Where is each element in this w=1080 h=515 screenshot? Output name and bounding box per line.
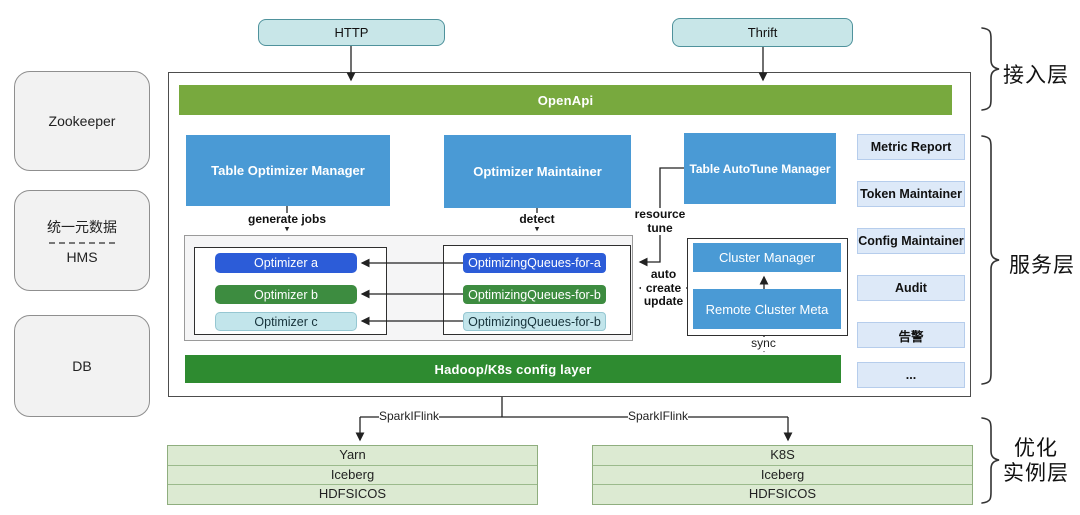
cluster-manager-label: Cluster Manager <box>718 250 816 265</box>
optimizing-queue-b-label: OptimizingQueues-for-b <box>468 287 601 302</box>
cluster-manager-box: Cluster Manager <box>693 243 841 272</box>
edge-label-generate-jobs: generate jobs <box>245 212 329 227</box>
optimizer-b-chip: Optimizer b <box>215 285 357 304</box>
edge-label-auto-create-update: auto create update <box>641 267 686 309</box>
edge-label-resource-tune: resource tune <box>632 207 688 235</box>
optimizer-c-label: Optimizer c <box>254 314 318 329</box>
config-maintainer-label: Config Maintainer <box>858 234 964 248</box>
optimizing-queue-b-chip: OptimizingQueues-for-b <box>463 285 606 304</box>
optimizer-maintainer-box: Optimizer Maintainer <box>444 135 631 208</box>
remote-cluster-meta-label: Remote Cluster Meta <box>705 301 829 317</box>
table-optimizer-manager-label: Table Optimizer Manager <box>211 163 365 178</box>
service-item-alert: 告警 <box>857 322 965 348</box>
service-item-metric-report: Metric Report <box>857 134 965 160</box>
stack-row: Iceberg <box>593 465 972 484</box>
edge-label-spark-flink-left: SparkIFlink <box>379 409 440 424</box>
stack-row: HDFSICOS <box>593 484 972 503</box>
stack-row: K8S <box>770 447 795 462</box>
config-layer-bar: Hadoop/K8s config layer <box>185 355 841 383</box>
table-autotune-manager-box: Table AutoTune Manager <box>684 133 836 204</box>
bracket-instance-layer <box>981 417 1000 504</box>
instance-label: 实例层 <box>1003 462 1069 485</box>
optimizer-c-chip: Optimizer c <box>215 312 357 331</box>
service-item-config-maintainer: Config Maintainer <box>857 228 965 254</box>
endpoint-thrift: Thrift <box>672 18 853 47</box>
optimizer-maintainer-label: Optimizer Maintainer <box>473 164 602 179</box>
zookeeper-label: Zookeeper <box>48 113 116 129</box>
layer-label-service: 服务层 <box>1009 254 1075 277</box>
config-layer-label: Hadoop/K8s config layer <box>434 361 592 377</box>
bracket-access-layer <box>981 27 1000 111</box>
alert-label: 告警 <box>898 329 924 344</box>
remote-cluster-meta-box: Remote Cluster Meta <box>693 289 841 329</box>
update-label: update <box>643 294 684 308</box>
external-node-zookeeper: Zookeeper <box>14 71 150 171</box>
bracket-service-layer <box>981 135 1000 385</box>
external-node-db: DB <box>14 315 150 417</box>
optimizing-queue-c-label: OptimizingQueues-for-b <box>468 314 601 329</box>
auto-label: auto <box>650 267 677 281</box>
stack-row: Iceberg <box>168 465 537 484</box>
hms-label: HMS <box>66 248 98 265</box>
http-label: HTTP <box>334 25 369 40</box>
more-items-label: ... <box>905 368 917 382</box>
thrift-label: Thrift <box>747 25 778 40</box>
stack-k8s: K8S Iceberg HDFSICOS <box>592 445 973 505</box>
optimizing-queue-c-chip: OptimizingQueues-for-b <box>463 312 606 331</box>
edge-label-detect: detect <box>512 212 562 227</box>
service-item-more: ... <box>857 362 965 388</box>
service-item-token-maintainer: Token Maintainer <box>857 181 965 207</box>
external-node-unified-metadata: 统一元数据 HMS <box>14 190 150 291</box>
stack-row: HDFSICOS <box>168 484 537 503</box>
dashed-divider <box>49 241 115 244</box>
service-item-audit: Audit <box>857 275 965 301</box>
openapi-label: OpenApi <box>537 92 594 108</box>
audit-label: Audit <box>895 281 927 295</box>
optimizer-a-label: Optimizer a <box>254 256 318 270</box>
optimize-label: 优化 <box>1014 437 1058 460</box>
stack-yarn: Yarn Iceberg HDFSICOS <box>167 445 538 505</box>
db-label: DB <box>72 358 92 374</box>
stack-row: Yarn <box>339 447 366 462</box>
service-layer-container <box>168 72 971 397</box>
openapi-bar: OpenApi <box>179 85 952 115</box>
optimizer-a-chip: Optimizer a <box>215 253 357 273</box>
table-optimizer-manager-box: Table Optimizer Manager <box>186 135 390 206</box>
optimizing-queue-a-chip: OptimizingQueues-for-a <box>463 253 606 273</box>
token-maintainer-label: Token Maintainer <box>860 187 962 201</box>
edge-label-spark-flink-right: SparkIFlink <box>628 409 689 424</box>
resource-label: resource <box>634 207 686 221</box>
layer-label-access: 接入层 <box>1003 64 1069 87</box>
endpoint-http: HTTP <box>258 19 445 46</box>
edge-label-sync: sync <box>748 336 779 351</box>
optimizing-queue-a-label: OptimizingQueues-for-a <box>468 256 601 270</box>
create-label: create <box>645 280 682 295</box>
tune-label: tune <box>647 220 673 235</box>
table-autotune-manager-label: Table AutoTune Manager <box>689 161 831 176</box>
metric-report-label: Metric Report <box>870 140 952 154</box>
optimizer-b-label: Optimizer b <box>254 287 318 302</box>
unified-metadata-label: 统一元数据 <box>47 218 117 235</box>
layer-label-optimize-instance: 优化 实例层 <box>999 436 1073 486</box>
